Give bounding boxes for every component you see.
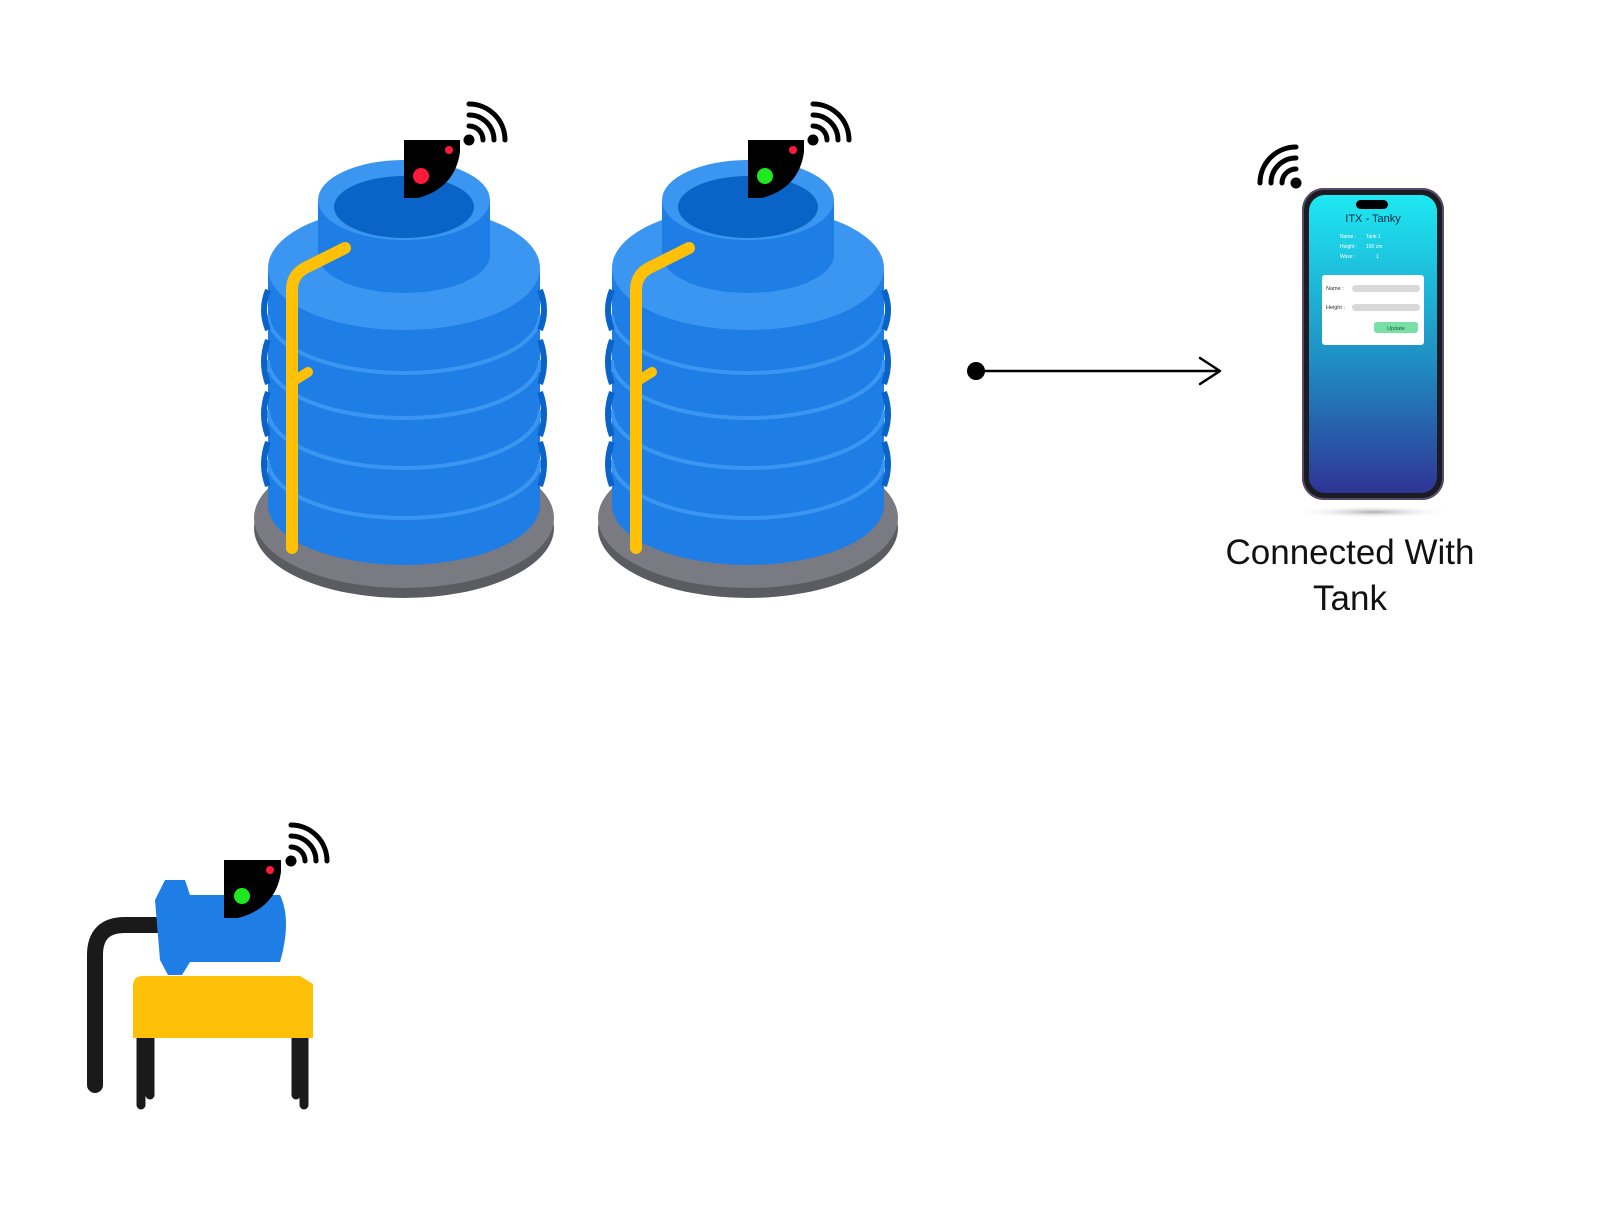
pump-stand	[133, 976, 313, 1038]
sensor-indicator	[789, 146, 797, 154]
info-label-height: Height :	[1340, 244, 1357, 250]
sensor-indicator	[266, 866, 274, 874]
form-name-label: Name :	[1326, 286, 1344, 292]
wifi-icon	[463, 101, 508, 146]
sensor-indicator	[445, 146, 453, 154]
wifi-icon	[1257, 144, 1302, 189]
connection-caption: Connected With Tank	[1200, 530, 1500, 622]
water-pump	[87, 822, 330, 1110]
arrow-right-icon	[967, 356, 1222, 386]
info-value-height: 100 cm	[1366, 244, 1382, 250]
status-led-red	[413, 168, 429, 184]
height-input[interactable]	[1352, 304, 1420, 311]
info-label-name: Name :	[1340, 234, 1356, 240]
tank-sensor	[404, 140, 460, 198]
app-title: ITX - Tanky	[1345, 213, 1401, 225]
pump-hose	[87, 917, 178, 1093]
pump-sensor	[224, 860, 281, 918]
level-pipe	[630, 242, 695, 554]
water-tank-1	[254, 101, 554, 598]
info-value-wave: 1	[1376, 254, 1379, 260]
caption-line-2: Tank	[1313, 579, 1387, 618]
wifi-icon	[285, 822, 330, 867]
wifi-icon	[807, 101, 852, 146]
name-input[interactable]	[1352, 285, 1420, 292]
phone-notch	[1356, 200, 1388, 209]
form-height-label: Height :	[1326, 305, 1345, 311]
status-led-green	[234, 888, 250, 904]
level-pipe	[286, 242, 351, 554]
tank-sensor	[748, 140, 804, 198]
update-button-label: Update	[1387, 326, 1405, 332]
update-button[interactable]	[1374, 322, 1418, 333]
info-value-name: Tank 1	[1366, 234, 1381, 240]
water-tank-2	[598, 101, 898, 598]
smartphone: ITX - Tanky Name : Tank 1 Height : 100 c…	[1257, 144, 1453, 518]
caption-line-1: Connected With	[1225, 533, 1475, 572]
info-label-wave: Wave :	[1340, 254, 1355, 260]
status-led-green	[757, 168, 773, 184]
